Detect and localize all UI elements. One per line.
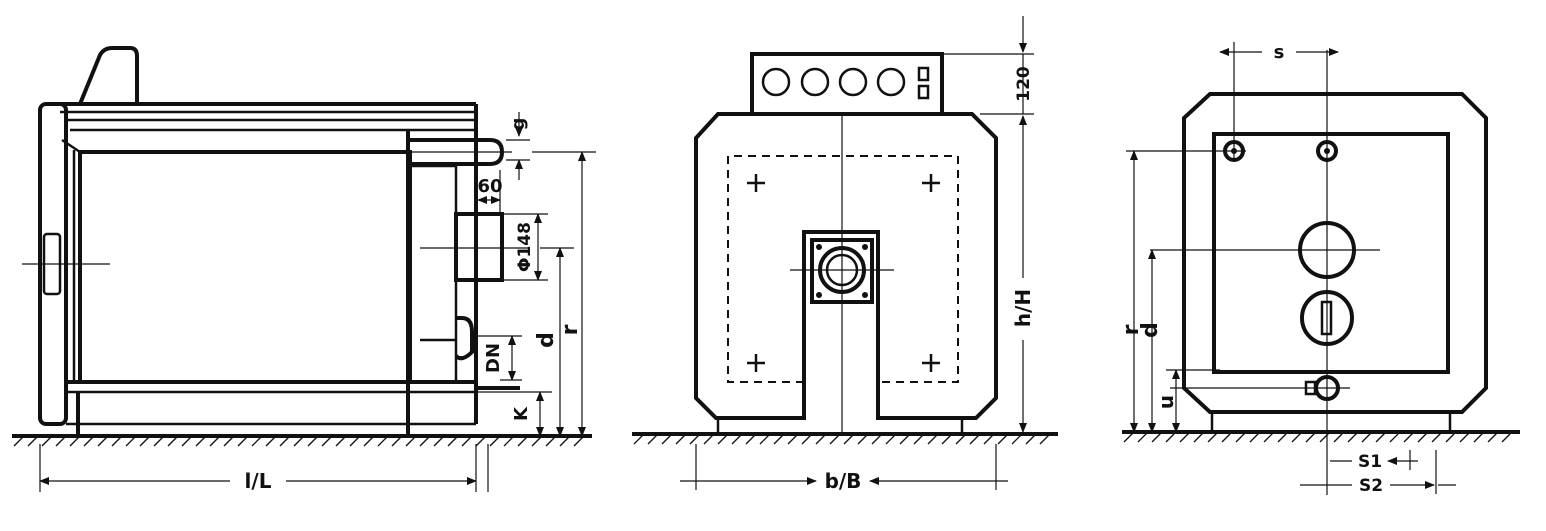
- screw-marks: [747, 174, 940, 372]
- ground-hatching: [13, 435, 585, 447]
- dashed-panel: [727, 155, 959, 383]
- switch-icon: [917, 66, 930, 82]
- dim-g-label: g: [508, 118, 529, 131]
- rear-view: s r d u S1 S2: [1119, 42, 1520, 496]
- dim-120-label: 120: [1014, 66, 1034, 102]
- control-dial-icon: [838, 67, 868, 97]
- dim-S1-label: S1: [1358, 452, 1382, 472]
- burner-fitting: [454, 316, 474, 361]
- ground-hatching: [1123, 431, 1513, 443]
- dim-d-label: d: [1138, 322, 1163, 338]
- dim-r-label: r: [558, 324, 583, 335]
- dim-r-label: r: [1119, 324, 1144, 335]
- dim-length-label: l/L: [245, 469, 272, 493]
- side-view: g 60 Φ148 d r DN K l/L: [12, 46, 596, 493]
- control-dial-icon: [761, 67, 791, 97]
- dim-height-label: h/H: [1011, 289, 1035, 327]
- dim-u-label: u: [1154, 395, 1178, 409]
- dim-phi148-label: Φ148: [515, 222, 535, 272]
- rear-panel: [1212, 132, 1450, 374]
- control-dial-icon: [800, 67, 830, 97]
- boiler-body: [78, 150, 412, 384]
- dim-DN-label: DN: [483, 343, 504, 373]
- dim-S2-label: S2: [1359, 476, 1383, 496]
- flue-pipe: [454, 212, 504, 282]
- dim-60-label: 60: [477, 176, 502, 197]
- dim-K-label: K: [511, 406, 532, 421]
- dim-width-label: b/B: [825, 469, 862, 493]
- dim-d-label: d: [534, 332, 559, 348]
- dim-s-label: s: [1274, 42, 1285, 63]
- control-dial-icon: [876, 67, 906, 97]
- control-panel-hump: [78, 46, 139, 105]
- ground-hatching: [633, 433, 1051, 445]
- front-body: [694, 112, 998, 420]
- front-view: 120 h/H b/B: [632, 16, 1058, 493]
- control-box: [750, 52, 944, 116]
- switch-icon: [917, 84, 930, 100]
- rear-body: [1182, 92, 1488, 414]
